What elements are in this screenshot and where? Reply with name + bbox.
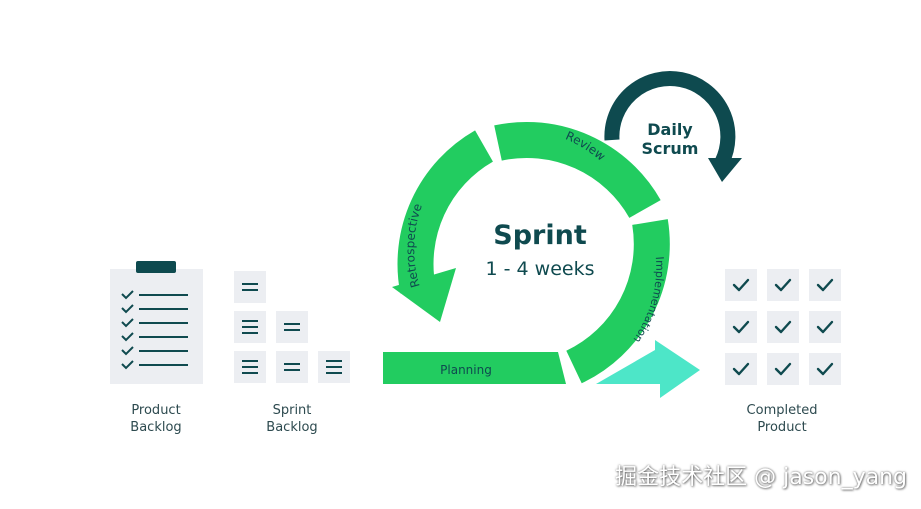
check-icon [809, 269, 841, 301]
daily-scrum-line1: Daily [647, 120, 693, 139]
sprint-duration: 1 - 4 weeks [485, 258, 595, 280]
output-arrow [596, 340, 700, 398]
list-lines-icon [276, 311, 308, 343]
completed-product-grid [725, 269, 841, 385]
checklist-row [121, 360, 188, 370]
checklist-row [121, 332, 188, 342]
checklist-row [121, 318, 188, 328]
sprint-cycle [397, 121, 670, 384]
list-lines-icon [234, 271, 266, 303]
product-backlog-line1: Product [131, 403, 181, 418]
check-icon [725, 353, 757, 385]
daily-scrum-line2: Scrum [641, 139, 699, 158]
daily-scrum-label: Daily Scrum [630, 120, 710, 158]
check-icon [809, 353, 841, 385]
check-icon [767, 269, 799, 301]
checklist-row [121, 304, 188, 314]
list-lines-icon [234, 351, 266, 383]
implementation-segment [565, 219, 670, 384]
completed-product-line1: Completed [746, 403, 818, 418]
retrospective-segment [397, 130, 494, 294]
list-lines-icon [276, 351, 308, 383]
daily-scrum-loop [604, 71, 742, 182]
sprint-backlog-label: Sprint Backlog [242, 402, 342, 436]
sprint-backlog-cards [234, 271, 350, 383]
watermark: 掘金技术社区 @ jason_yang [615, 465, 907, 490]
check-icon [767, 311, 799, 343]
planning-label: Planning [440, 363, 492, 377]
planning-stage: Planning [383, 352, 566, 384]
check-icon [725, 311, 757, 343]
clipboard-checklist-icon [110, 261, 203, 384]
review-segment [494, 121, 661, 219]
product-backlog-line2: Backlog [130, 420, 182, 435]
check-icon [725, 269, 757, 301]
daily-scrum-arrowhead [708, 158, 742, 182]
product-backlog-label: Product Backlog [106, 402, 206, 436]
retrospective-arrowhead [392, 268, 456, 322]
checklist-row [121, 346, 188, 356]
completed-product-line2: Product [757, 420, 807, 435]
list-lines-icon [318, 351, 350, 383]
sprint-title: Sprint [493, 220, 587, 251]
completed-product-label: Completed Product [732, 402, 832, 436]
sprint-backlog-line2: Backlog [266, 420, 318, 435]
checklist-row [121, 290, 188, 300]
list-lines-icon [234, 311, 266, 343]
sprint-backlog-line1: Sprint [272, 403, 312, 418]
check-icon [767, 353, 799, 385]
check-icon [809, 311, 841, 343]
